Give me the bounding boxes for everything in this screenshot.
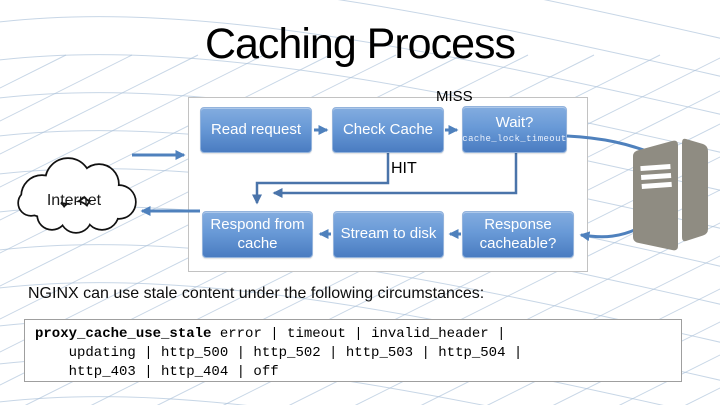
- node-respond-from-cache: Respond from cache: [202, 211, 313, 258]
- code-directive: proxy_cache_use_stale: [35, 326, 212, 342]
- origin-server-icon: [633, 138, 708, 251]
- node-label: Stream to disk: [340, 225, 437, 243]
- node-label: Check Cache: [342, 120, 434, 138]
- node-sublabel: cache_lock_timeout: [462, 133, 567, 144]
- code-box: proxy_cache_use_stale error | timeout | …: [24, 319, 682, 382]
- code-line-3: http_403 | http_404 | off: [35, 364, 279, 380]
- code-line-2: updating | http_500 | http_502 | http_50…: [35, 345, 523, 361]
- hit-label: HIT: [391, 160, 417, 177]
- node-check-cache: Check Cache: [332, 107, 444, 153]
- node-read-request: Read request: [200, 107, 312, 153]
- node-label: Wait?: [495, 114, 534, 132]
- stale-caption: NGINX can use stale content under the fo…: [28, 285, 485, 302]
- node-label: Read request: [210, 120, 302, 138]
- slide-title: Caching Process: [204, 20, 516, 68]
- node-wait: Wait? cache_lock_timeout: [462, 106, 567, 153]
- miss-label: MISS: [436, 88, 473, 105]
- internet-label: Internet: [47, 192, 102, 209]
- code-line-1-rest: error | timeout | invalid_header |: [211, 326, 506, 342]
- node-stream-to-disk: Stream to disk: [333, 211, 444, 258]
- code-line-1: proxy_cache_use_stale error | timeout | …: [35, 325, 671, 344]
- node-response-cacheable: Response cacheable?: [462, 211, 574, 258]
- node-label: Respond from cache: [210, 216, 305, 252]
- node-label: Response cacheable?: [479, 216, 557, 252]
- internet-cloud-icon: Internet: [17, 157, 137, 234]
